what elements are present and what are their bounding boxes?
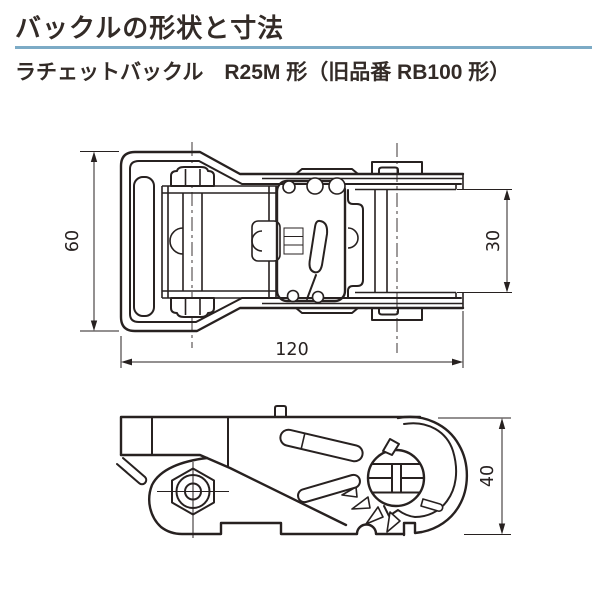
barrel-lines (262, 174, 464, 308)
dimension-overall-height: 60 (63, 151, 119, 332)
page-title: バックルの形状と寸法 (15, 13, 285, 43)
grip-slot-upper-divider (300, 433, 306, 450)
plate-hole (311, 290, 325, 304)
spindle-bracket (347, 189, 364, 299)
pawl-tip (420, 498, 444, 512)
plate-hole (306, 177, 324, 195)
grip-slot-lower (297, 473, 361, 504)
dim-label-30: 30 (484, 230, 504, 252)
hook-outer (396, 415, 469, 537)
ratchet-teeth (341, 486, 401, 533)
hex-nut-crosshair (157, 462, 229, 538)
hex-bolt-top (170, 166, 215, 187)
dimension-strap-opening: 30 (457, 189, 512, 293)
strap-catch-tab (116, 457, 148, 486)
spring-stack (283, 227, 304, 255)
title-underline (15, 46, 592, 49)
bracket-notch (347, 227, 359, 249)
plate-hole (286, 289, 300, 303)
handle-box-lines (151, 416, 229, 468)
plate-hole (328, 177, 346, 195)
hook-inner (383, 422, 458, 518)
top-view: 60 30 120 (63, 142, 512, 368)
side-view: 40 (116, 405, 511, 538)
release-post (274, 405, 287, 418)
end-block-bottom (371, 307, 423, 321)
pawl-flag (382, 438, 400, 456)
grip-slot-upper (279, 428, 364, 463)
body-top-edge (119, 415, 422, 457)
dimension-overall-length: 120 (120, 311, 464, 368)
strap-guard-top (295, 168, 359, 175)
page-subtitle: ラチェットバックル R25M 形（旧品番 RB100 形） (15, 61, 511, 84)
hex-bolt-bottom-facets (184, 298, 201, 315)
hex-bolt-top-facets (184, 169, 201, 186)
body-bottom-profile (148, 456, 406, 536)
body-diagonal (119, 453, 348, 527)
release-pin (306, 274, 317, 300)
strap-guard-bottom (295, 307, 359, 314)
rail-bump (169, 227, 184, 255)
end-block-top (371, 161, 423, 175)
dimension-side-height: 40 (438, 417, 511, 535)
plate-hole (282, 180, 296, 194)
webbing-slot (133, 176, 155, 317)
dim-label-40: 40 (478, 465, 498, 487)
hex-bolt-bottom (170, 297, 215, 318)
center-plate (275, 179, 347, 303)
frame-inner-line (129, 160, 462, 323)
spindle-h-bar (367, 463, 425, 494)
frame-outline (119, 150, 465, 333)
dim-label-60: 60 (63, 230, 83, 252)
release-slot (308, 219, 329, 274)
dim-label-120: 120 (275, 340, 308, 360)
pawl-tab-notch (251, 230, 263, 252)
